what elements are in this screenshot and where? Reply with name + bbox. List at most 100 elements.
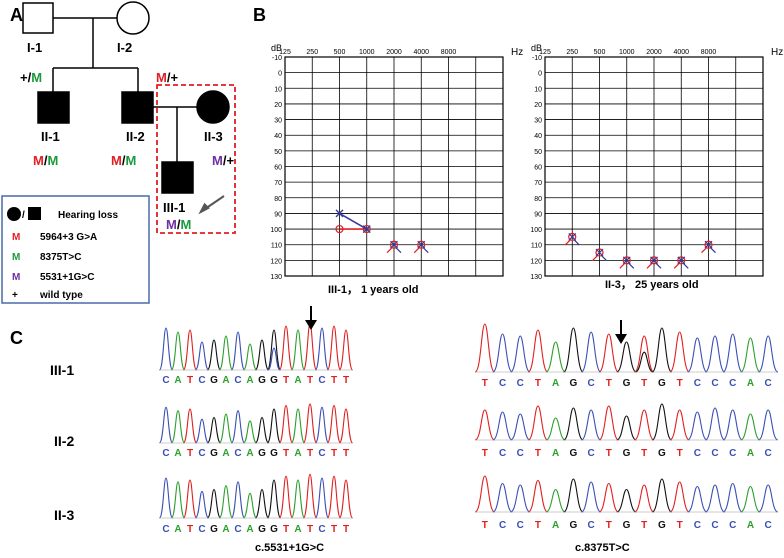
legend-m2-symbol: M <box>12 252 20 263</box>
no-response-arrow <box>386 247 393 254</box>
base-call: A <box>246 524 253 535</box>
trace-peak <box>527 405 549 441</box>
trace-peak <box>633 335 655 373</box>
trace-peak <box>218 413 234 444</box>
no-response-arrow <box>701 247 707 254</box>
trace-peak <box>158 327 174 371</box>
no-response-marker <box>677 256 686 265</box>
heterozygous-peak <box>267 347 281 371</box>
trace-peak <box>740 337 761 373</box>
base-call: G <box>258 524 266 535</box>
audiogram-III-1-caption: III-1， 1 years old <box>328 284 418 296</box>
trace-peak <box>669 409 690 441</box>
base-call: T <box>641 448 647 459</box>
base-call: A <box>222 448 229 459</box>
db-tick-label: 90 <box>274 211 282 218</box>
base-call: C <box>162 524 169 535</box>
trace-peak <box>634 409 655 441</box>
base-call: G <box>569 520 577 531</box>
trace-peak <box>492 333 513 373</box>
right-ear-marker <box>335 224 344 234</box>
base-call: A <box>747 448 754 459</box>
db-tick-label: 10 <box>534 86 542 93</box>
no-response-arrow <box>646 262 653 269</box>
base-call: C <box>694 520 701 531</box>
base-call: G <box>569 378 577 389</box>
no-response-marker <box>649 256 659 265</box>
base-call: G <box>658 378 666 389</box>
trace-peak <box>687 411 708 441</box>
trace-peak <box>722 482 743 513</box>
trace-peak <box>616 341 637 373</box>
db-tick-label: 20 <box>274 102 282 109</box>
base-call: T <box>307 448 313 459</box>
freq-tick-label: 2000 <box>386 49 402 56</box>
base-call: C <box>318 375 325 386</box>
id-II-2: II-2 <box>126 129 145 144</box>
base-call: A <box>222 375 229 386</box>
base-call: T <box>331 524 337 535</box>
base-call: G <box>623 520 631 531</box>
base-call: C <box>198 524 205 535</box>
base-call: G <box>658 448 666 459</box>
freq-tick-label: 8000 <box>701 49 717 56</box>
base-call: C <box>587 378 594 389</box>
trace-peak <box>242 492 258 519</box>
trace-peak <box>182 408 198 444</box>
trace-peak <box>616 488 637 513</box>
base-call: C <box>499 520 506 531</box>
panel-c-label: C <box>10 328 23 348</box>
db-tick-label: 50 <box>534 149 542 156</box>
db-tick-label: 20 <box>534 102 542 109</box>
no-response-arrow <box>422 247 429 254</box>
no-response-arrow <box>628 262 635 269</box>
trace-peak <box>326 405 342 444</box>
base-call: T <box>343 524 349 535</box>
pedigree-male-II-2-affected <box>121 91 154 124</box>
no-response-marker <box>704 240 713 249</box>
no-response-marker <box>595 248 604 257</box>
right-ear-marker <box>362 224 371 234</box>
trace-peak <box>194 490 210 519</box>
trace-peak <box>194 418 210 444</box>
genotype-I-1: +/M <box>20 70 42 85</box>
base-call: T <box>331 375 337 386</box>
trace-peak <box>634 484 655 513</box>
base-call: T <box>482 520 488 531</box>
base-call: T <box>331 448 337 459</box>
base-call: C <box>765 448 772 459</box>
base-call: T <box>535 378 541 389</box>
base-call: G <box>270 524 278 535</box>
db-tick-label: 30 <box>274 118 282 125</box>
trace-peak <box>242 343 258 371</box>
base-call: G <box>258 448 266 459</box>
db-tick-label: 100 <box>270 227 282 234</box>
no-response-marker <box>417 240 426 249</box>
no-response-marker <box>650 256 658 265</box>
left-ear-marker <box>335 209 344 218</box>
base-call: G <box>658 520 666 531</box>
db-tick-label: 0 <box>538 71 542 78</box>
trace-peak <box>326 325 342 371</box>
trace-peak <box>527 329 549 373</box>
db-tick-label: 70 <box>274 180 282 187</box>
base-call: T <box>482 378 488 389</box>
trace-peak <box>338 479 354 519</box>
trace-peak <box>230 331 246 371</box>
base-call: C <box>711 378 718 389</box>
pedigree-male-II-1-affected <box>37 91 70 124</box>
trace-peak <box>722 333 744 373</box>
trace-peak <box>492 482 513 513</box>
base-call: A <box>747 520 754 531</box>
base-call: G <box>210 375 218 386</box>
base-call: C <box>198 375 205 386</box>
base-call: A <box>174 375 181 386</box>
genotype-II-2: M/M <box>111 153 136 168</box>
base-call: T <box>283 448 289 459</box>
db-tick-label: 80 <box>274 196 282 203</box>
base-call: A <box>747 378 754 389</box>
base-call: T <box>187 375 193 386</box>
trace-peak <box>598 405 619 441</box>
